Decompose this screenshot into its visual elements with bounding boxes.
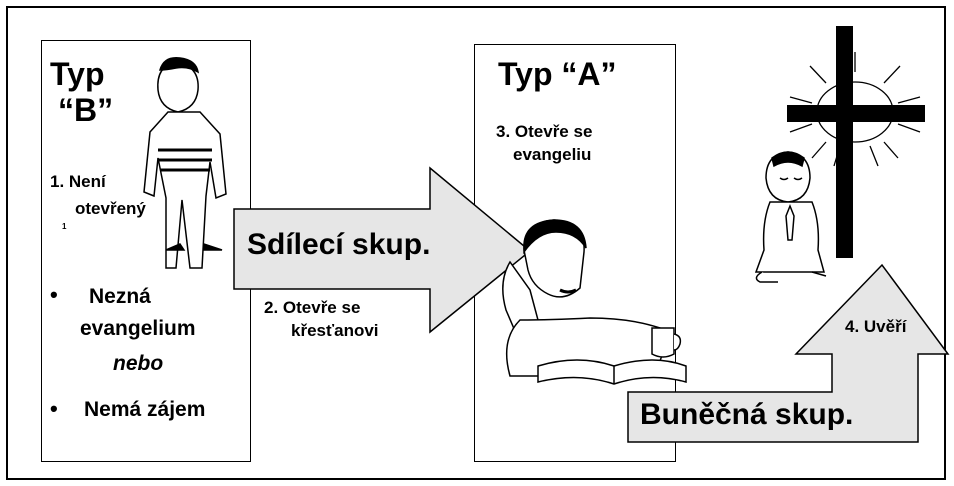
bullet-1-line1: Nezná [89,285,151,308]
type-b-panel [41,40,251,462]
step1-line2: otevřený [75,199,146,218]
step1-line1: 1. Není [50,172,106,191]
cell-group-label: Buněčná skup. [640,398,854,431]
praying-man-icon [754,151,827,283]
sharing-group-label: Sdílecí skup. [247,228,431,261]
bullet-2: • [50,396,58,421]
cross-icon [787,26,925,258]
connector-nebo: nebo [113,352,164,375]
cell-group-arrow [627,263,950,443]
diagram-frame [6,6,946,480]
bullet-1: • [50,282,58,307]
stray-mark: 1 [62,222,67,231]
reading-man-icon [502,219,687,385]
bullet-2-text: Nemá zájem [84,398,206,421]
step2-line1: 2. Otevře se [264,298,361,317]
type-a-title: Typ “A” [498,56,617,92]
bullet-1-line2: evangelium [80,317,196,340]
step2-line2: křesťanovi [291,321,379,340]
step3-line1: 3. Otevře se [496,122,593,141]
standing-man-icon [143,57,227,269]
step4-label: 4. Uvěří [845,317,907,336]
type-b-title-line2: “B” [58,92,114,128]
type-b-title-line1: Typ [50,56,105,92]
step3-line2: evangeliu [513,145,592,164]
sharing-group-arrow [233,166,532,334]
